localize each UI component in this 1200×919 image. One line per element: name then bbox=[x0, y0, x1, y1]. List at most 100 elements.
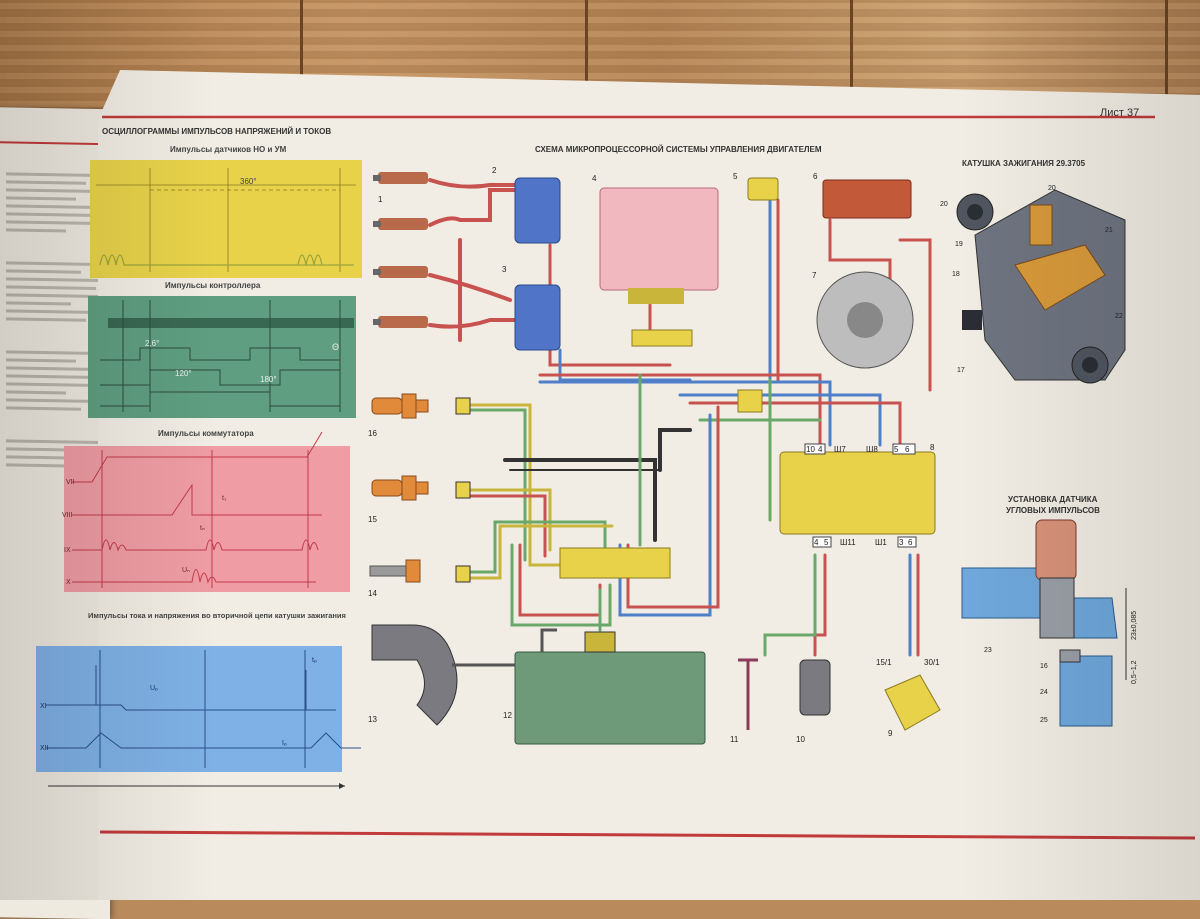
oscillograms-title: ОСЦИЛЛОГРАММЫ ИМПУЛЬСОВ НАПРЯЖЕНИЙ И ТОК… bbox=[102, 127, 331, 136]
callout-15: 15 bbox=[368, 515, 377, 524]
pin-6b: 6 bbox=[908, 538, 913, 547]
board-gap bbox=[1165, 0, 1168, 110]
board-gap bbox=[850, 0, 853, 110]
callout-5: 5 bbox=[733, 172, 738, 181]
sensor-install-title-2: УГЛОВЫХ ИМПУЛЬСОВ bbox=[1006, 506, 1100, 515]
callout-3: 3 bbox=[502, 265, 507, 274]
coil-callout-17: 17 bbox=[957, 367, 965, 374]
osc2-label-120: 120° bbox=[175, 369, 192, 378]
sensor-14 bbox=[369, 559, 421, 583]
osc2-panel bbox=[88, 296, 356, 418]
spark-plugs bbox=[373, 172, 428, 328]
coil-illustration bbox=[956, 189, 1126, 384]
osc4-traces bbox=[46, 650, 361, 768]
switch-9 bbox=[884, 674, 941, 731]
ecu-connector bbox=[628, 288, 684, 304]
valve-10 bbox=[799, 659, 831, 716]
sheet-label: Лист 37 bbox=[1100, 107, 1139, 119]
ignition-coil-2 bbox=[514, 177, 561, 244]
sensor-callout-25: 25 bbox=[1040, 717, 1048, 724]
sensor-16 bbox=[371, 393, 429, 419]
pin-4b: 4 bbox=[814, 538, 819, 547]
callout-4: 4 bbox=[592, 174, 597, 183]
osc2-label-180: 180° bbox=[260, 375, 277, 384]
osc4-label-ip: Iₚ bbox=[282, 740, 287, 747]
osc4-label-XII: XII bbox=[40, 745, 49, 752]
schematic-title: СХЕМА МИКРОПРОЦЕССОРНОЙ СИСТЕМЫ УПРАВЛЕН… bbox=[535, 145, 822, 154]
pin-10: 10 bbox=[806, 445, 815, 454]
unit-12 bbox=[514, 651, 706, 745]
coil-callout-18: 18 bbox=[952, 271, 960, 278]
callout-1: 1 bbox=[378, 195, 383, 204]
connector-w7: Ш7 bbox=[834, 445, 846, 454]
callout-6: 6 bbox=[813, 172, 818, 181]
osc1-label-360: 360° bbox=[240, 177, 257, 186]
coil-callout-20b: 20 bbox=[1048, 185, 1056, 192]
coil-callout-20a: 20 bbox=[940, 201, 948, 208]
pin-5: 5 bbox=[894, 445, 899, 454]
osc1-title: Импульсы датчиков НО и УМ bbox=[170, 145, 287, 154]
sensor-callout-16: 16 bbox=[1040, 663, 1048, 670]
coil-callout-22: 22 bbox=[1115, 313, 1123, 320]
commutator-8 bbox=[779, 451, 936, 535]
osc4-label-up: Uₚ bbox=[150, 685, 158, 692]
sensor-dim-2: 0,5−1,2 bbox=[1131, 660, 1138, 684]
terminal-15: 15/1 bbox=[876, 658, 892, 667]
osc2-traces bbox=[100, 300, 341, 412]
osc2-label-angle: 2,6° bbox=[145, 339, 159, 348]
osc4-label-XI: XI bbox=[40, 703, 47, 710]
connector-w11: Ш11 bbox=[840, 538, 856, 547]
callout-16: 16 bbox=[368, 429, 377, 438]
osc4-label-tp: tₚ bbox=[312, 657, 317, 664]
harness-connector bbox=[631, 329, 693, 347]
sensor-callout-23: 23 bbox=[984, 647, 992, 654]
osc3-label-VIII: VIII bbox=[62, 512, 73, 519]
callout-14: 14 bbox=[368, 589, 377, 598]
callout-10: 10 bbox=[796, 735, 805, 744]
footer-rule bbox=[99, 830, 1196, 840]
harness-connector-lower bbox=[559, 547, 671, 579]
callout-2: 2 bbox=[492, 166, 497, 175]
sensor-15 bbox=[371, 475, 429, 501]
junction-connector bbox=[737, 389, 763, 413]
osc4-panel bbox=[36, 646, 342, 772]
osc3-label-X: X bbox=[66, 579, 71, 586]
actuator-11 bbox=[738, 658, 758, 730]
pin-3: 3 bbox=[899, 538, 904, 547]
pin-5b: 5 bbox=[824, 538, 829, 547]
sensor-connectors bbox=[455, 397, 471, 583]
osc3-label-un: Uₙ bbox=[182, 567, 190, 574]
callout-12: 12 bbox=[503, 711, 512, 720]
board-gap bbox=[585, 0, 588, 110]
osc3-label-tn: tₙ bbox=[200, 525, 205, 532]
osc2-pulse-train bbox=[108, 318, 354, 328]
osc1-grid bbox=[96, 168, 356, 272]
osc3-title: Импульсы коммутатора bbox=[158, 429, 254, 438]
sensor-install-title-1: УСТАНОВКА ДАТЧИКА bbox=[1008, 495, 1098, 504]
osc3-label-VII: VII bbox=[66, 479, 75, 486]
ignition-coil-3 bbox=[514, 284, 561, 351]
board-gap bbox=[300, 0, 303, 110]
coil-callout-21: 21 bbox=[1105, 227, 1113, 234]
sensor-dim-1: 23±0,085 bbox=[1131, 611, 1138, 640]
callout-9: 9 bbox=[888, 729, 893, 738]
sensor-install-illustration bbox=[961, 519, 1127, 727]
osc4-title: Импульсы тока и напряжения во вторичной … bbox=[88, 611, 346, 620]
callout-7: 7 bbox=[812, 271, 817, 280]
callout-13: 13 bbox=[368, 715, 377, 724]
osc3-label-IX: IX bbox=[64, 547, 71, 554]
osc1-panel bbox=[90, 160, 362, 278]
connector-w1: Ш1 bbox=[875, 538, 887, 547]
ecu-4 bbox=[599, 187, 719, 291]
osc2-label-theta: Θ bbox=[332, 342, 339, 352]
sensor-callout-24: 24 bbox=[1040, 689, 1048, 696]
callout-8: 8 bbox=[930, 443, 935, 452]
osc3-panel bbox=[64, 446, 350, 592]
intake-13 bbox=[371, 624, 458, 726]
pin-4: 4 bbox=[818, 445, 823, 454]
diagram-drawing: Лист 37 ОСЦИЛЛОГРАММЫ ИМПУЛЬСОВ НАПРЯЖЕН… bbox=[36, 107, 1196, 840]
terminal-30: 30/1 bbox=[924, 658, 940, 667]
connector-w8: Ш8 bbox=[866, 445, 878, 454]
callout-11: 11 bbox=[730, 735, 739, 744]
